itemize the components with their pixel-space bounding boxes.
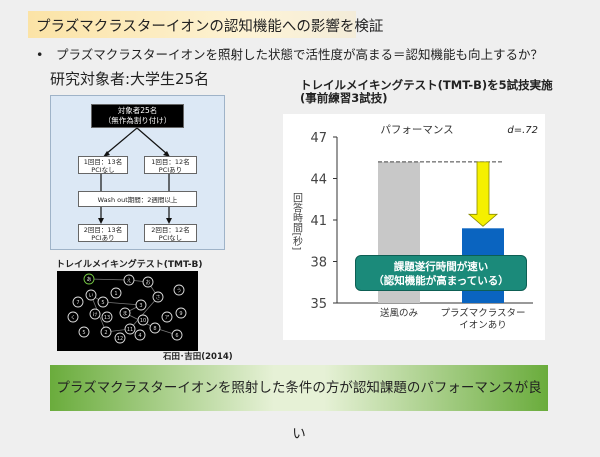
- svg-text:6: 6: [175, 333, 178, 339]
- flow-text: 対象者25名: [117, 106, 158, 115]
- chart-panel: パフォーマンス d=.72 35 38 41 44 47 回答時間[秒] 送風のみ プラズマクラス…: [283, 114, 545, 340]
- citation: 石田･吉田(2014): [163, 352, 233, 362]
- flow-text: 1回目：13名: [83, 158, 123, 166]
- tmt-node: 11: [124, 323, 136, 335]
- subjects-label: 研究対象者:大学生25名: [50, 70, 210, 88]
- flow-text: 2回目：13名: [83, 226, 123, 234]
- svg-text:さ: さ: [155, 294, 160, 301]
- callout-line: （認知機能が高まっている）: [373, 275, 509, 287]
- y-tick-label: 44: [310, 173, 327, 188]
- tmt-node: ア: [161, 311, 173, 323]
- tmt-node: ま: [119, 307, 131, 319]
- tmt-node: 9: [175, 307, 187, 319]
- svg-text:11: 11: [127, 327, 133, 333]
- svg-text:5: 5: [82, 330, 85, 336]
- flow-text: 2回目：12名: [151, 226, 190, 234]
- flow-arrows: [98, 127, 172, 224]
- chart-title: パフォーマンス: [380, 124, 453, 136]
- svg-text:け: け: [92, 312, 97, 318]
- tmt-node: 12: [114, 332, 126, 344]
- tmt-node: 7: [72, 296, 84, 308]
- tmt-node: 13: [101, 311, 113, 323]
- tmt-node: 6: [171, 329, 183, 341]
- svg-text:13: 13: [104, 315, 110, 321]
- bullet-question: • プラズマクラスターイオンを照射した状態で活性度が高まる＝認知機能も向上するか？: [36, 44, 543, 63]
- svg-text:ま: ま: [122, 311, 127, 317]
- effect-size: d=.72: [507, 125, 538, 136]
- y-tick-label: 35: [310, 297, 327, 312]
- result-callout: 課題遂行時間が速い （認知機能が高まっている）: [355, 255, 527, 291]
- tmt-example-image: あ え お 1 い う 7 5 さ 3 く け ま 13 ア 10 9 11 8 5 2 12 4 6: [57, 271, 198, 351]
- tmt-node: 8: [149, 322, 161, 334]
- svg-text:12: 12: [117, 336, 123, 342]
- x-tick-label: プラズマクラスター: [440, 307, 525, 319]
- tmt-node: さ: [152, 291, 164, 303]
- tmt-node: あ: [83, 273, 95, 285]
- tmt-node: 5: [78, 326, 90, 338]
- y-tick-label: 47: [310, 131, 327, 146]
- svg-text:う: う: [176, 288, 181, 294]
- y-axis-label: 回答時間[秒]: [291, 192, 303, 250]
- callout-line: 課題遂行時間が速い: [393, 261, 489, 273]
- tmt-node: え: [123, 274, 135, 286]
- bullet-text: プラズマクラスターイオンを照射した状態で活性度が高まる＝認知機能も向上するか？: [56, 47, 544, 62]
- conclusion-banner: プラズマクラスターイオンを照射した条件の方が認知課題のパフォーマンスが良い: [50, 365, 548, 442]
- svg-text:4: 4: [138, 333, 141, 339]
- test-description: トレイルメイキングテスト(TMT-B)を5試技実施(事前練習3試技): [300, 79, 553, 105]
- svg-text:9: 9: [179, 311, 182, 317]
- tmt-node: い: [85, 289, 97, 301]
- flow-text: （無作為割り付け）: [103, 116, 172, 125]
- svg-text:7: 7: [76, 300, 79, 306]
- flow-total-box: 対象者25名（無作為割り付け）: [91, 104, 184, 128]
- bullet-mark: •: [36, 47, 44, 62]
- tmt-node: け: [89, 308, 101, 320]
- test-title: トレイルメイキングテスト(TMT-B)を5試技実施: [300, 78, 553, 92]
- svg-text:え: え: [126, 278, 131, 284]
- tmt-label: トレイルメイキングテスト(TMT-B): [56, 260, 203, 270]
- tmt-node: 2: [100, 326, 112, 338]
- x-tick-label: 送風のみ: [380, 307, 418, 319]
- slide-title: プラズマクラスターイオンの認知機能への影響を検証: [28, 11, 383, 38]
- flow-text: PCIあり: [91, 234, 115, 242]
- svg-text:く: く: [70, 315, 75, 321]
- svg-text:ア: ア: [164, 315, 169, 321]
- tmt-node: 10: [137, 314, 149, 326]
- flow-text: PCIなし: [91, 166, 115, 174]
- y-tick-label: 38: [310, 256, 327, 271]
- test-subtitle: (事前練習3試技): [300, 91, 388, 105]
- svg-text:2: 2: [104, 330, 107, 336]
- flow-washout: Wash out期間：2週間以上: [78, 191, 197, 207]
- svg-text:3: 3: [139, 303, 142, 309]
- svg-text:5: 5: [101, 300, 104, 306]
- svg-text:お: お: [145, 279, 150, 286]
- tmt-node: 3: [135, 299, 147, 311]
- tmt-node: 1: [110, 287, 122, 299]
- tmt-node: 5: [97, 296, 109, 308]
- down-arrow-icon: [467, 161, 499, 227]
- performance-chart: パフォーマンス d=.72 35 38 41 44 47 回答時間[秒] 送風のみ プラズマクラス…: [291, 124, 539, 331]
- svg-text:8: 8: [153, 326, 156, 332]
- flow-text: 1回目：12名: [151, 158, 190, 166]
- tmt-node: お: [142, 276, 154, 288]
- tmt-node: う: [173, 284, 185, 296]
- x-tick-label: イオンあり: [459, 320, 507, 331]
- flow-text: PCIあり: [158, 166, 183, 174]
- flow-text: PCIなし: [158, 234, 183, 242]
- y-tick-label: 41: [310, 214, 327, 229]
- svg-text:あ: あ: [86, 277, 91, 283]
- tmt-node: 4: [134, 329, 146, 341]
- tmt-node: く: [67, 311, 79, 323]
- svg-text:1: 1: [114, 291, 117, 297]
- svg-text:い: い: [88, 293, 93, 299]
- svg-text:10: 10: [140, 318, 146, 324]
